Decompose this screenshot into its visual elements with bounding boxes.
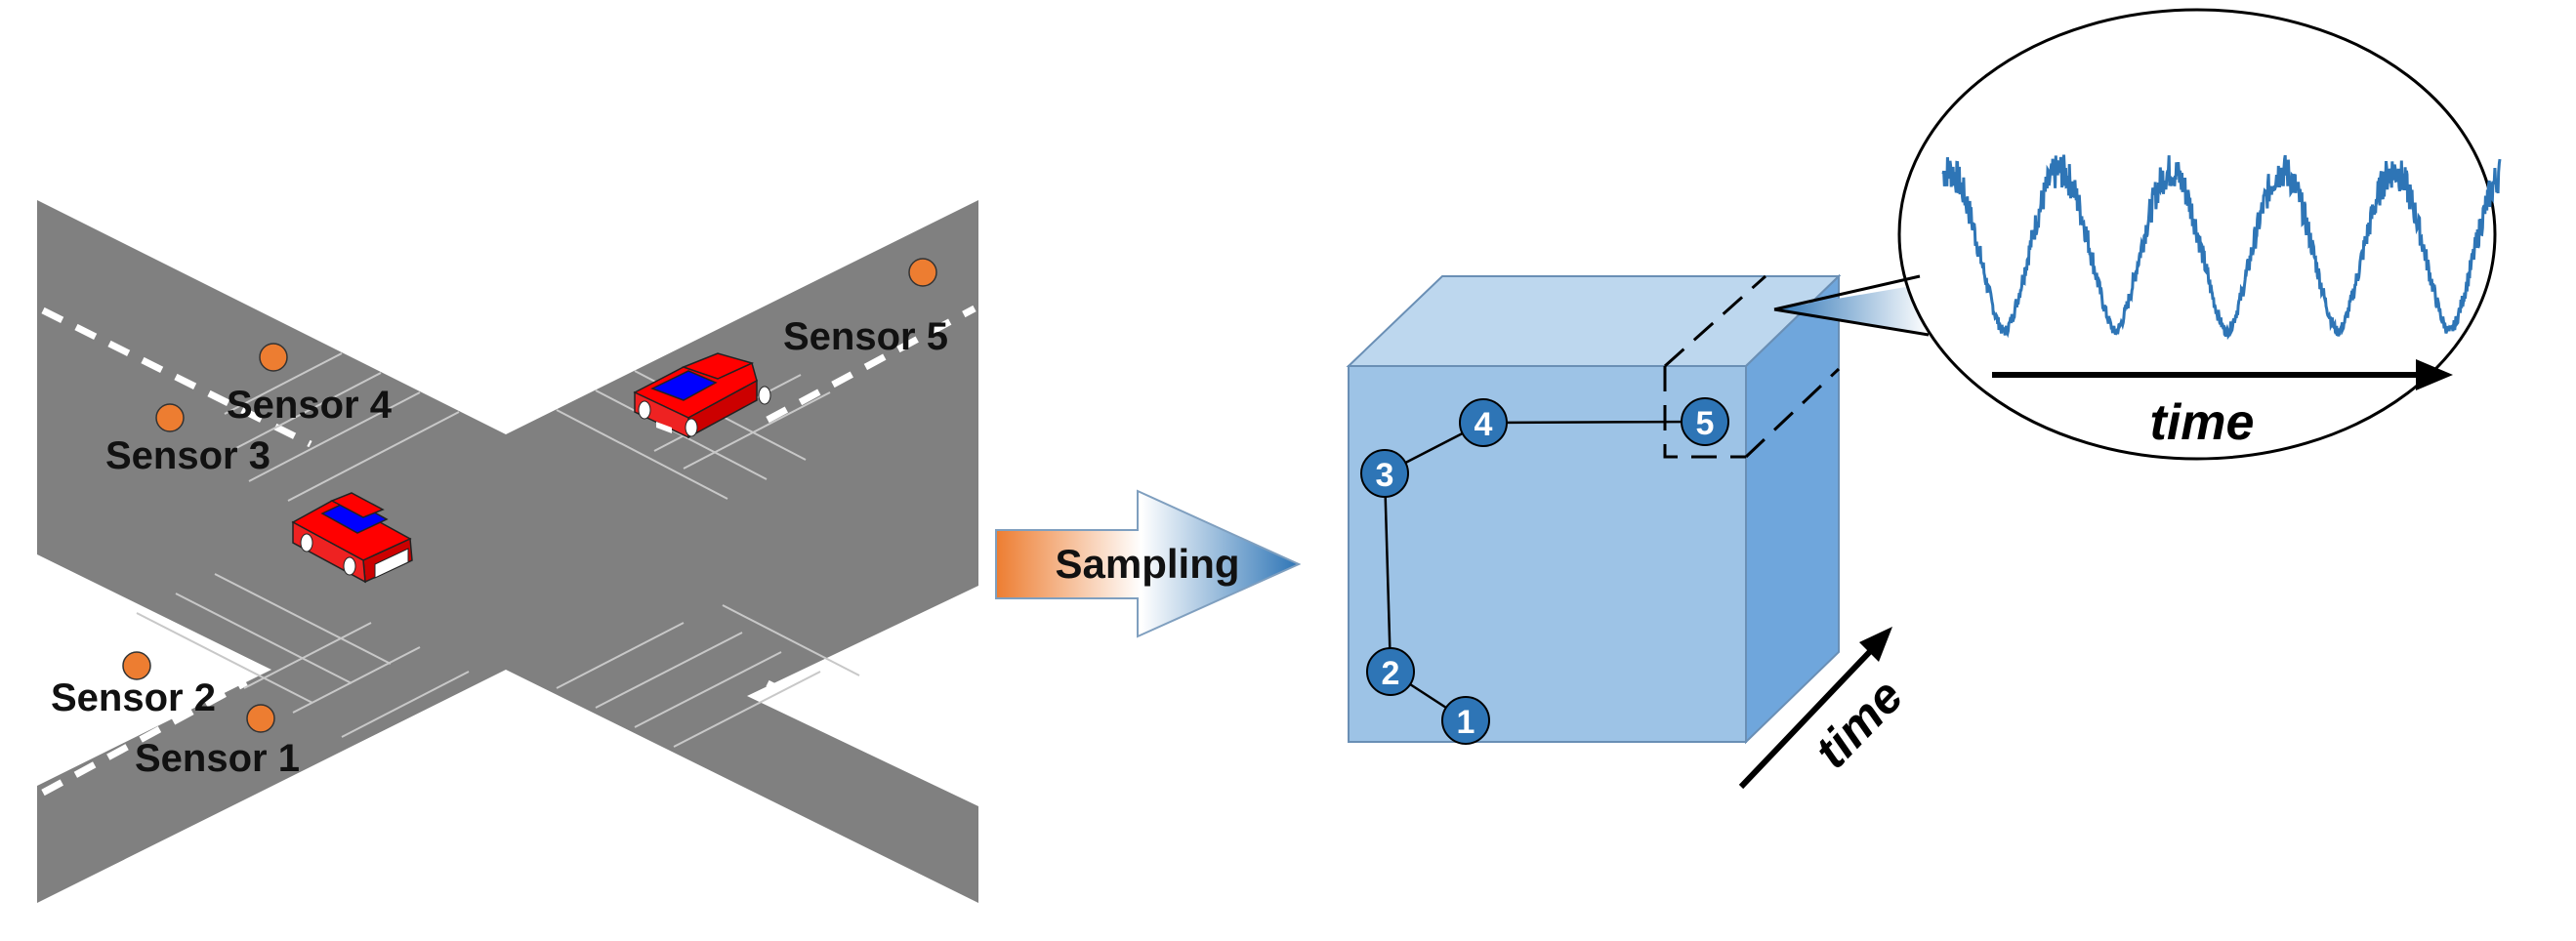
graph-nodes: 1 2 3 4 5 bbox=[1360, 397, 1729, 745]
sensor-5-dot bbox=[908, 258, 937, 287]
svg-text:1: 1 bbox=[1457, 704, 1475, 741]
car-lower bbox=[291, 492, 413, 584]
zoom-bubble: time bbox=[1773, 8, 2502, 461]
svg-text:3: 3 bbox=[1376, 457, 1394, 494]
sensor-4-label: Sensor 4 bbox=[227, 384, 393, 427]
zoom-region bbox=[1663, 274, 1841, 459]
graph-node-2: 2 bbox=[1366, 647, 1415, 696]
svg-text:5: 5 bbox=[1696, 405, 1715, 442]
sensor-3-dot bbox=[155, 403, 185, 432]
car-upper bbox=[633, 352, 771, 439]
sensor-graph-cube: 1 2 3 4 5 time bbox=[1346, 273, 1914, 790]
graph-node-3: 3 bbox=[1360, 449, 1409, 498]
cube-time-label: time bbox=[1805, 669, 1914, 779]
signal-waveform bbox=[1941, 154, 2502, 341]
lane-markings bbox=[41, 305, 976, 797]
road-surface bbox=[37, 200, 978, 903]
sensor-2-dot bbox=[122, 651, 151, 680]
sampling-arrow: Sampling bbox=[995, 489, 1302, 638]
zoom-beam bbox=[1774, 283, 1929, 335]
svg-text:4: 4 bbox=[1475, 406, 1493, 443]
graph-node-5: 5 bbox=[1681, 397, 1729, 446]
road-intersection bbox=[37, 200, 978, 903]
sampling-label: Sampling bbox=[1055, 541, 1239, 587]
cube-front bbox=[1348, 365, 1747, 743]
bubble-time-axis: time bbox=[1992, 359, 2453, 451]
sensor-2-label: Sensor 2 bbox=[51, 676, 216, 719]
sensor-4-dot bbox=[259, 343, 288, 372]
sensor-1-dot bbox=[246, 704, 275, 733]
graph-node-4: 4 bbox=[1459, 398, 1508, 447]
sensors: Sensor 1 Sensor 2 Sensor 3 Sensor 4 Sens… bbox=[51, 258, 948, 780]
sensor-3-label: Sensor 3 bbox=[105, 434, 270, 477]
graph-node-1: 1 bbox=[1441, 696, 1490, 745]
bubble-time-label: time bbox=[2150, 394, 2255, 451]
sensor-5-label: Sensor 5 bbox=[783, 315, 948, 358]
svg-text:2: 2 bbox=[1382, 655, 1400, 692]
sensor-1-label: Sensor 1 bbox=[135, 737, 300, 780]
